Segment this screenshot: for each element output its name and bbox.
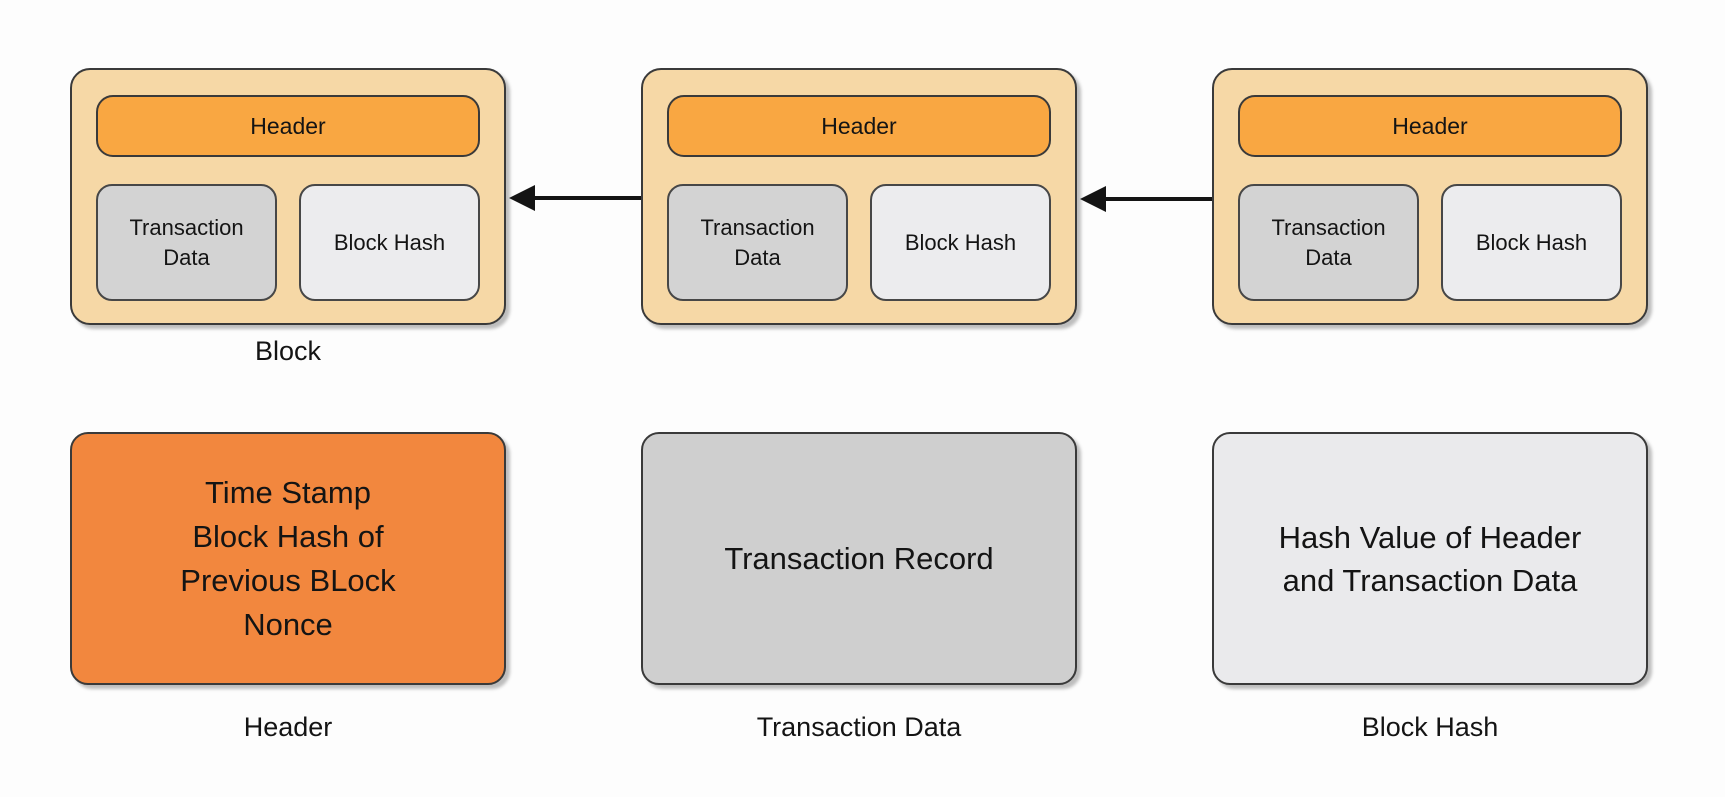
legend-hash-box: Hash Value of Header and Transaction Dat… [1212,432,1648,685]
legend-header-line-2: Block Hash of [192,518,384,554]
legend-header-line-4: Nonce [243,606,333,642]
block-2-header-label: Header [821,112,897,139]
block-1-transaction-data-box: Transaction Data [96,184,277,301]
block-2-block-hash-label: Block Hash [904,229,1017,255]
block-3-body: Transaction Data Block Hash [1238,184,1622,301]
legend-hash-line-1: Hash Value of Header [1278,519,1582,555]
block-2-header-bar: Header [667,95,1051,157]
legend-header-caption: Header [243,712,333,742]
arrow-shaft [533,196,641,200]
arrowhead-left-icon [509,185,535,211]
legend-header-line-3: Previous BLock [180,562,396,598]
block-caption: Block [254,336,322,366]
block-1-block-hash-label: Block Hash [333,229,446,255]
block-3-transaction-data-label: Transaction Data [1271,214,1386,270]
block-2-block-hash-box: Block Hash [870,184,1051,301]
legend-hash-caption: Block Hash [1361,712,1499,742]
block-3: Header Transaction Data Block Hash [1212,68,1648,325]
arrowhead-left-icon [1080,186,1106,212]
legend-transaction-caption: Transaction Data [756,712,962,742]
block-2-transaction-data-label: Transaction Data [700,214,815,270]
block-3-block-hash-box: Block Hash [1441,184,1622,301]
legend-transaction-box: Transaction Record [641,432,1077,685]
block-1: Header Transaction Data Block Hash [70,68,506,325]
block-1-header-label: Header [250,112,326,139]
block-3-block-hash-label: Block Hash [1475,229,1588,255]
block-2: Header Transaction Data Block Hash [641,68,1077,325]
block-3-transaction-data-box: Transaction Data [1238,184,1419,301]
left-arrow-icon-1 [509,184,641,212]
block-1-body: Transaction Data Block Hash [96,184,480,301]
block-2-transaction-data-box: Transaction Data [667,184,848,301]
block-3-header-label: Header [1392,112,1468,139]
legend-header-line-1: Time Stamp [205,474,371,510]
block-1-transaction-data-label: Transaction Data [129,214,244,270]
legend-transaction-line-1: Transaction Record [724,540,994,576]
block-3-header-bar: Header [1238,95,1622,157]
arrow-shaft [1104,197,1212,201]
block-2-body: Transaction Data Block Hash [667,184,1051,301]
legend-header-box: Time Stamp Block Hash of Previous BLock … [70,432,506,685]
legend-hash-line-2: and Transaction Data [1282,562,1578,598]
block-1-header-bar: Header [96,95,480,157]
left-arrow-icon-2 [1080,185,1212,213]
block-1-block-hash-box: Block Hash [299,184,480,301]
